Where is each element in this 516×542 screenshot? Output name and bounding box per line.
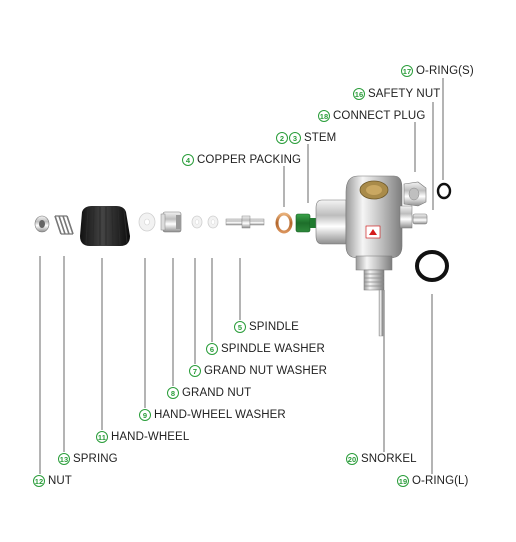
copper-packing-part: [277, 214, 291, 232]
part-number: 2: [276, 132, 288, 144]
part-label: GRAND NUT: [182, 387, 251, 399]
part-label: HAND-WHEEL: [111, 431, 189, 443]
part-label: SPINDLE WASHER: [221, 343, 325, 355]
part-number: 7: [189, 365, 201, 377]
part-number: 13: [58, 453, 70, 465]
part-number: 20: [346, 453, 358, 465]
spindle-part: [226, 216, 264, 228]
part-number: 12: [33, 475, 45, 487]
part-label: SNORKEL: [361, 453, 417, 465]
part-label: SPINDLE: [249, 321, 299, 333]
part-label: COPPER PACKING: [197, 154, 301, 166]
safety-nut-part: [413, 214, 427, 224]
part-number: 16: [353, 88, 365, 100]
part-label: GRAND NUT WASHER: [204, 365, 327, 377]
o-ring-l-part: [417, 252, 447, 280]
spring-part: [55, 216, 73, 234]
part-label: STEM: [304, 132, 336, 144]
part-number: 11: [96, 431, 108, 443]
part-label: SAFETY NUT: [368, 88, 440, 100]
part-number: 18: [318, 110, 330, 122]
spindle-washer-part: [208, 216, 218, 228]
part-label: NUT: [48, 475, 72, 487]
part-number: 8: [167, 387, 179, 399]
part-label: O-RING(S): [416, 65, 474, 77]
grand-nut-part: [161, 212, 181, 232]
part-number: 4: [182, 154, 194, 166]
snorkel-part: [379, 290, 383, 336]
o-ring-s-part: [438, 184, 450, 198]
connect-plug-part: [404, 182, 426, 206]
stem-part: [296, 214, 318, 232]
hand-wheel-part: [80, 206, 130, 246]
part-number: 9: [139, 409, 151, 421]
valve-body: [316, 176, 412, 290]
nut-part: [35, 216, 49, 232]
part-number: 17: [401, 65, 413, 77]
hand-wheel-washer-part: [139, 213, 155, 231]
part-label: CONNECT PLUG: [333, 110, 425, 122]
part-number-2: 3: [289, 132, 301, 144]
grand-nut-washer-part: [192, 216, 202, 228]
part-label: SPRING: [73, 453, 118, 465]
part-number: 19: [397, 475, 409, 487]
part-number: 5: [234, 321, 246, 333]
part-label: O-RING(L): [412, 475, 468, 487]
part-number: 6: [206, 343, 218, 355]
part-label: HAND-WHEEL WASHER: [154, 409, 286, 421]
